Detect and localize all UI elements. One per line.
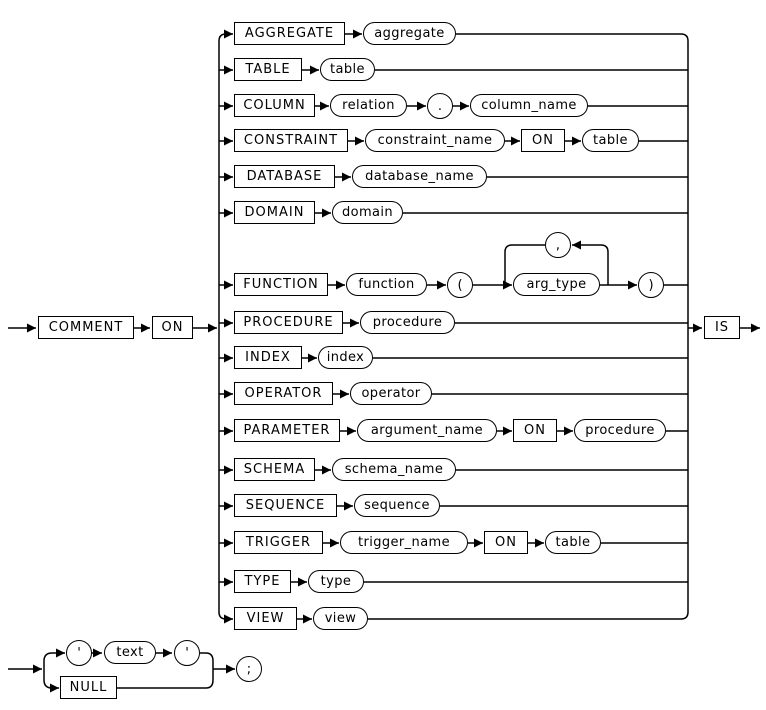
branch-keyword-operator: OPERATOR [234, 382, 333, 405]
branch-keyword-procedure: PROCEDURE [234, 311, 343, 334]
branch-keyword-index: INDEX [234, 346, 302, 369]
nonterminal-type: type [308, 570, 364, 593]
branch-keyword-database: DATABASE [234, 165, 335, 188]
branch-keyword-trigger: TRIGGER [234, 531, 323, 554]
branch-keyword-view: VIEW [234, 607, 297, 630]
nonterminal-sequence: sequence [354, 494, 440, 517]
nonterminal-procedure-parameter: procedure [574, 419, 666, 442]
keyword-is: IS [704, 316, 740, 339]
nonterminal-view: view [313, 607, 368, 630]
branch-keyword-parameter: PARAMETER [234, 419, 340, 442]
keyword-on-constraint: ON [521, 129, 565, 152]
literal-quote-open: ' [66, 640, 92, 666]
nonterminal-database-name: database_name [352, 165, 487, 188]
nonterminal-relation: relation [330, 94, 407, 117]
branch-keyword-column: COLUMN [234, 94, 315, 117]
literal-dot: . [427, 93, 453, 119]
nonterminal-function: function [346, 273, 427, 296]
literal-semicolon: ; [236, 656, 262, 682]
nonterminal-index: index [318, 346, 373, 369]
keyword-on-parameter: ON [513, 419, 557, 442]
branch-keyword-table: TABLE [234, 58, 302, 81]
keyword-on: ON [152, 316, 193, 339]
nonterminal-column-name: column_name [470, 94, 588, 117]
keyword-on-trigger: ON [484, 531, 528, 554]
branch-keyword-function: FUNCTION [234, 273, 328, 296]
literal-close-paren: ) [638, 272, 664, 298]
branch-keyword-aggregate: AGGREGATE [234, 22, 345, 45]
nonterminal-argument-name: argument_name [357, 419, 497, 442]
nonterminal-table-constraint: table [582, 129, 639, 152]
branch-keyword-sequence: SEQUENCE [234, 494, 337, 517]
keyword-null: NULL [60, 676, 117, 699]
branch-keyword-schema: SCHEMA [234, 458, 315, 481]
keyword-comment: COMMENT [38, 316, 134, 339]
literal-quote-close: ' [174, 640, 200, 666]
branch-keyword-constraint: CONSTRAINT [234, 129, 348, 152]
nonterminal-trigger-name: trigger_name [340, 531, 468, 554]
nonterminal-table-trigger: table [545, 531, 601, 554]
literal-open-paren: ( [447, 272, 473, 298]
nonterminal-domain: domain [332, 201, 403, 224]
branch-keyword-type: TYPE [234, 570, 291, 593]
nonterminal-arg-type: arg_type [513, 273, 600, 296]
nonterminal-constraint-name: constraint_name [365, 129, 505, 152]
nonterminal-operator: operator [350, 382, 432, 405]
branch-keyword-domain: DOMAIN [234, 201, 315, 224]
nonterminal-table: table [320, 58, 375, 81]
nonterminal-schema-name: schema_name [332, 458, 456, 481]
nonterminal-procedure: procedure [360, 311, 455, 334]
nonterminal-text: text [104, 641, 156, 664]
nonterminal-aggregate: aggregate [363, 22, 456, 45]
literal-comma-loop: , [545, 232, 571, 258]
